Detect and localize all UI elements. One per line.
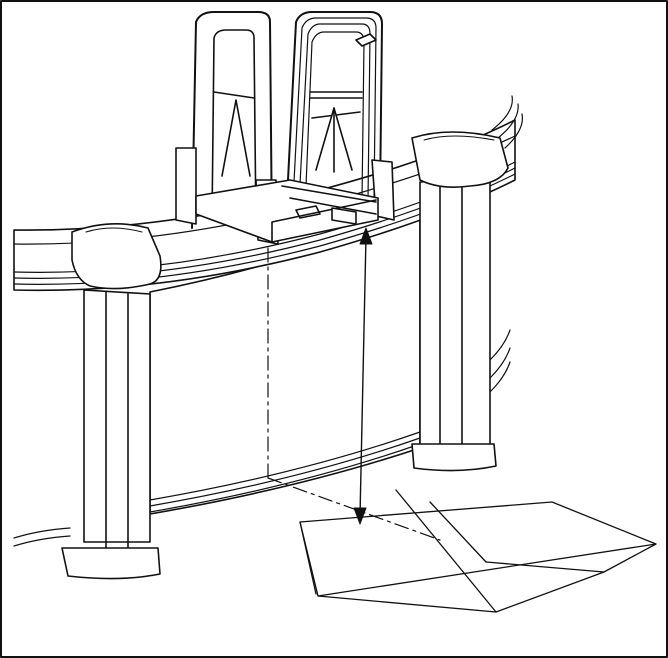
right-upright	[411, 177, 497, 472]
height-dimension-arrow	[353, 227, 373, 525]
left-upright	[61, 289, 161, 580]
right-top-cap	[411, 131, 509, 188]
left-top-cap	[71, 223, 162, 290]
ladder-platform	[195, 179, 379, 243]
floor-grid	[299, 489, 657, 613]
rail-edge-lines	[489, 95, 523, 393]
